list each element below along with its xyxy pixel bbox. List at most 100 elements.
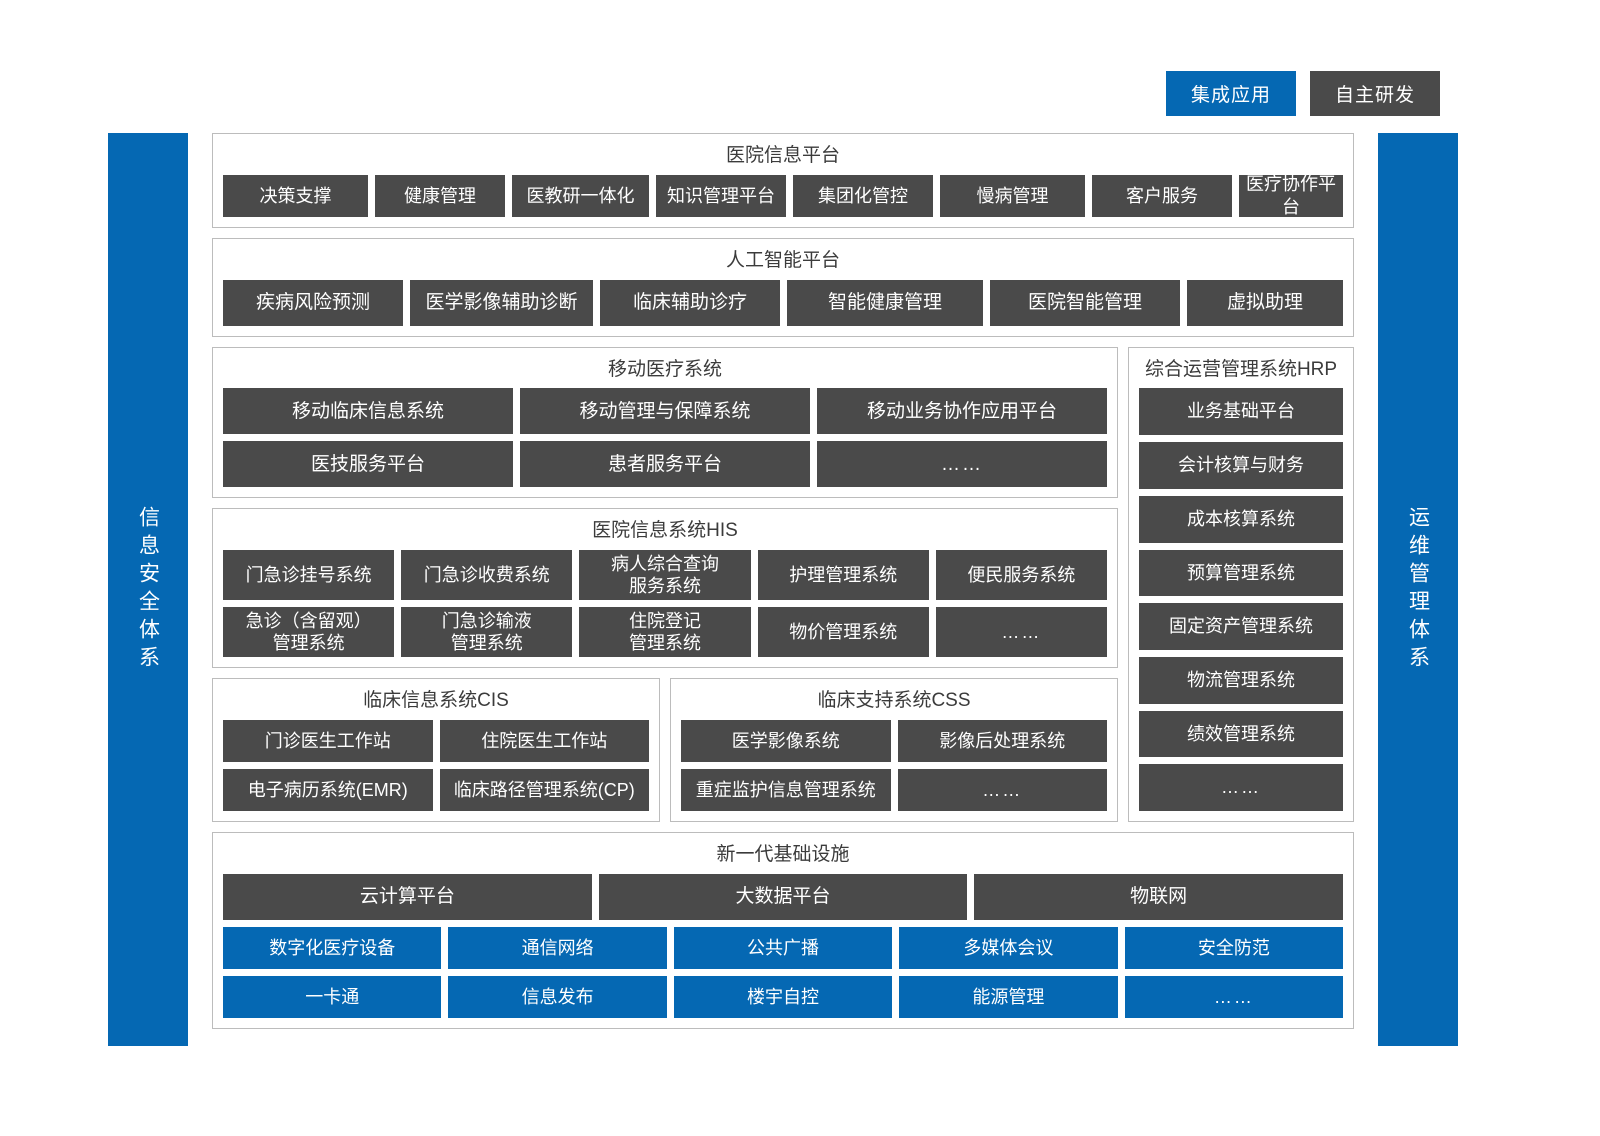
cell-information-publishing[interactable]: 信息发布 <box>448 975 667 1018</box>
cell-smart-health-management[interactable]: 智能健康管理 <box>787 279 983 326</box>
cell-decision-support[interactable]: 决策支撑 <box>223 174 368 217</box>
cell-cloud-computing-platform[interactable]: 云计算平台 <box>223 873 592 920</box>
panel-ai-platform: 人工智能平台 疾病风险预测 医学影像辅助诊断 临床辅助诊疗 智能健康管理 医院智… <box>212 237 1354 337</box>
mid-left-column: 移动医疗系统 移动临床信息系统 移动管理与保障系统 移动业务协作应用平台 医技服… <box>212 346 1118 822</box>
cell-all-in-one-card[interactable]: 一卡通 <box>223 975 442 1018</box>
panel-title-ai: 人工智能平台 <box>725 249 840 271</box>
legend-chip-integrated[interactable]: 集成应用 <box>1166 71 1296 116</box>
cell-clinical-decision-support[interactable]: 临床辅助诊疗 <box>600 279 780 326</box>
left-band-information-security: 信息安全体系 <box>108 133 188 1046</box>
cell-accounting-and-finance[interactable]: 会计核算与财务 <box>1139 442 1343 489</box>
diagram-center-column: 医院信息平台 决策支撑 健康管理 医教研一体化 知识管理平台 集团化管控 慢病管… <box>188 133 1378 1046</box>
cis-css-zone: 临床信息系统CIS 门诊医生工作站 住院医生工作站 电子病历系统(EMR) 临床… <box>212 678 1118 822</box>
cis-row-2: 电子病历系统(EMR) 临床路径管理系统(CP) <box>223 768 649 811</box>
legend-label-integrated: 集成应用 <box>1190 85 1271 106</box>
cell-convenience-service-system[interactable]: 便民服务系统 <box>935 550 1108 601</box>
panel-hrp: 综合运营管理系统HRP 业务基础平台 会计核算与财务 成本核算系统 预算管理系统… <box>1128 346 1354 822</box>
cell-medical-collaboration-platform[interactable]: 医疗协作平台 <box>1239 174 1343 217</box>
cell-disease-risk-prediction[interactable]: 疾病风险预测 <box>223 279 403 326</box>
mid-zone: 移动医疗系统 移动临床信息系统 移动管理与保障系统 移动业务协作应用平台 医技服… <box>212 346 1354 822</box>
right-band-operations-management: 运维管理体系 <box>1378 133 1458 1046</box>
panel-title-cis: 临床信息系统CIS <box>363 690 509 712</box>
cell-virtual-assistant[interactable]: 虚拟助理 <box>1187 279 1343 326</box>
cell-medical-imaging-diagnosis[interactable]: 医学影像辅助诊断 <box>410 279 593 326</box>
cell-cost-accounting-system[interactable]: 成本核算系统 <box>1139 495 1343 543</box>
cell-patient-service-platform[interactable]: 患者服务平台 <box>520 441 810 488</box>
cell-performance-management-system[interactable]: 绩效管理系统 <box>1139 710 1343 758</box>
cell-nursing-management-system[interactable]: 护理管理系统 <box>757 550 929 601</box>
cell-his-more[interactable]: …… <box>935 607 1108 658</box>
panel-hospital-information-platform: 医院信息平台 决策支撑 健康管理 医教研一体化 知识管理平台 集团化管控 慢病管… <box>212 133 1354 228</box>
cell-outpatient-doctor-workstation[interactable]: 门诊医生工作站 <box>223 719 433 762</box>
cell-outpatient-registration-system[interactable]: 门急诊挂号系统 <box>223 550 395 601</box>
cell-medical-education-research[interactable]: 医教研一体化 <box>512 174 649 217</box>
cell-mobile-management-support-system[interactable]: 移动管理与保障系统 <box>520 388 810 435</box>
panel-title-css: 临床支持系统CSS <box>817 690 971 712</box>
left-band-label: 信息安全体系 <box>136 505 160 674</box>
panel-mobile-medical-system: 移动医疗系统 移动临床信息系统 移动管理与保障系统 移动业务协作应用平台 医技服… <box>212 346 1118 499</box>
cell-chronic-disease-management[interactable]: 慢病管理 <box>940 174 1085 217</box>
css-row-1: 医学影像系统 影像后处理系统 <box>681 719 1107 762</box>
cell-image-post-processing-system[interactable]: 影像后处理系统 <box>897 719 1107 762</box>
platform-row-1: 决策支撑 健康管理 医教研一体化 知识管理平台 集团化管控 慢病管理 客户服务 … <box>223 174 1343 217</box>
cell-big-data-platform[interactable]: 大数据平台 <box>598 873 968 920</box>
cell-budget-management-system[interactable]: 预算管理系统 <box>1139 549 1343 597</box>
cell-icu-information-management-system[interactable]: 重症监护信息管理系统 <box>681 768 891 811</box>
cell-logistics-management-system[interactable]: 物流管理系统 <box>1139 656 1343 704</box>
cell-hrp-more[interactable]: …… <box>1139 764 1343 812</box>
cell-clinical-pathway-management-cp[interactable]: 临床路径管理系统(CP) <box>439 768 649 811</box>
cell-inpatient-registration-management-system[interactable]: 住院登记 管理系统 <box>579 607 751 658</box>
cell-outpatient-infusion-management-system[interactable]: 门急诊输液 管理系统 <box>401 607 573 658</box>
cell-health-management[interactable]: 健康管理 <box>375 174 505 217</box>
panel-his: 医院信息系统HIS 门急诊挂号系统 门急诊收费系统 病人综合查询 服务系统 护理… <box>212 508 1118 669</box>
panel-title-mobile: 移动医疗系统 <box>607 358 722 380</box>
panel-title-hrp: 综合运营管理系统HRP <box>1144 358 1338 380</box>
legend-chip-self-developed[interactable]: 自主研发 <box>1310 71 1440 116</box>
cell-digital-medical-equipment[interactable]: 数字化医疗设备 <box>223 926 442 969</box>
panel-title-platform: 医院信息平台 <box>725 145 840 166</box>
cell-medical-technical-service-platform[interactable]: 医技服务平台 <box>223 441 513 488</box>
cell-internet-of-things[interactable]: 物联网 <box>974 873 1344 920</box>
mobile-row-2: 医技服务平台 患者服务平台 …… <box>223 441 1107 488</box>
right-band-label: 运维管理体系 <box>1406 505 1430 674</box>
cell-customer-service[interactable]: 客户服务 <box>1092 174 1232 217</box>
panel-cis: 临床信息系统CIS 门诊医生工作站 住院医生工作站 电子病历系统(EMR) 临床… <box>212 678 660 822</box>
ai-row-1: 疾病风险预测 医学影像辅助诊断 临床辅助诊疗 智能健康管理 医院智能管理 虚拟助… <box>223 279 1343 326</box>
cell-communication-network[interactable]: 通信网络 <box>448 926 667 969</box>
cell-inpatient-doctor-workstation[interactable]: 住院医生工作站 <box>439 719 649 762</box>
mid-right-column: 综合运营管理系统HRP 业务基础平台 会计核算与财务 成本核算系统 预算管理系统… <box>1128 346 1354 822</box>
cell-business-foundation-platform[interactable]: 业务基础平台 <box>1139 388 1343 436</box>
infra-row-3: 一卡通 信息发布 楼宇自控 能源管理 …… <box>223 975 1344 1018</box>
architecture-diagram: 信息安全体系 医院信息平台 决策支撑 健康管理 医教研一体化 知识管理平台 集团… <box>108 133 1458 1046</box>
cell-group-management-control[interactable]: 集团化管控 <box>793 174 933 217</box>
cell-electronic-medical-record-emr[interactable]: 电子病历系统(EMR) <box>223 768 433 811</box>
cell-energy-management[interactable]: 能源管理 <box>899 975 1118 1018</box>
css-row-2: 重症监护信息管理系统 …… <box>681 768 1107 811</box>
cell-css-more[interactable]: …… <box>897 768 1107 811</box>
legend: 集成应用 自主研发 <box>1166 71 1440 116</box>
hrp-item-list: 业务基础平台 会计核算与财务 成本核算系统 预算管理系统 固定资产管理系统 物流… <box>1139 388 1343 812</box>
cis-row-1: 门诊医生工作站 住院医生工作站 <box>223 719 649 762</box>
cell-emergency-observation-management-system[interactable]: 急诊（含留观） 管理系统 <box>223 607 395 658</box>
cell-public-broadcasting[interactable]: 公共广播 <box>673 926 893 969</box>
cell-price-management-system[interactable]: 物价管理系统 <box>757 607 929 658</box>
cell-knowledge-management-platform[interactable]: 知识管理平台 <box>656 174 786 217</box>
cell-mobile-business-collaboration-platform[interactable]: 移动业务协作应用平台 <box>817 388 1107 435</box>
cell-mobile-more[interactable]: …… <box>817 441 1107 488</box>
infra-row-2: 数字化医疗设备 通信网络 公共广播 多媒体会议 安全防范 <box>223 926 1344 969</box>
cell-patient-inquiry-service-system[interactable]: 病人综合查询 服务系统 <box>579 550 751 601</box>
cell-infra-more[interactable]: …… <box>1124 975 1344 1018</box>
infra-row-1: 云计算平台 大数据平台 物联网 <box>223 873 1344 920</box>
cell-outpatient-charging-system[interactable]: 门急诊收费系统 <box>401 550 573 601</box>
mobile-row-1: 移动临床信息系统 移动管理与保障系统 移动业务协作应用平台 <box>223 388 1107 435</box>
cell-security-protection[interactable]: 安全防范 <box>1124 926 1344 969</box>
his-row-1: 门急诊挂号系统 门急诊收费系统 病人综合查询 服务系统 护理管理系统 便民服务系… <box>223 550 1108 601</box>
cell-multimedia-conference[interactable]: 多媒体会议 <box>899 926 1118 969</box>
cell-building-automation[interactable]: 楼宇自控 <box>673 975 893 1018</box>
panel-css: 临床支持系统CSS 医学影像系统 影像后处理系统 重症监护信息管理系统 …… <box>670 678 1118 822</box>
cell-mobile-clinical-information-system[interactable]: 移动临床信息系统 <box>223 388 513 435</box>
cell-fixed-asset-management-system[interactable]: 固定资产管理系统 <box>1139 603 1343 650</box>
cell-medical-imaging-system[interactable]: 医学影像系统 <box>681 719 891 762</box>
his-row-2: 急诊（含留观） 管理系统 门急诊输液 管理系统 住院登记 管理系统 物价管理系统… <box>223 607 1108 658</box>
cell-smart-hospital-management[interactable]: 医院智能管理 <box>990 279 1180 326</box>
